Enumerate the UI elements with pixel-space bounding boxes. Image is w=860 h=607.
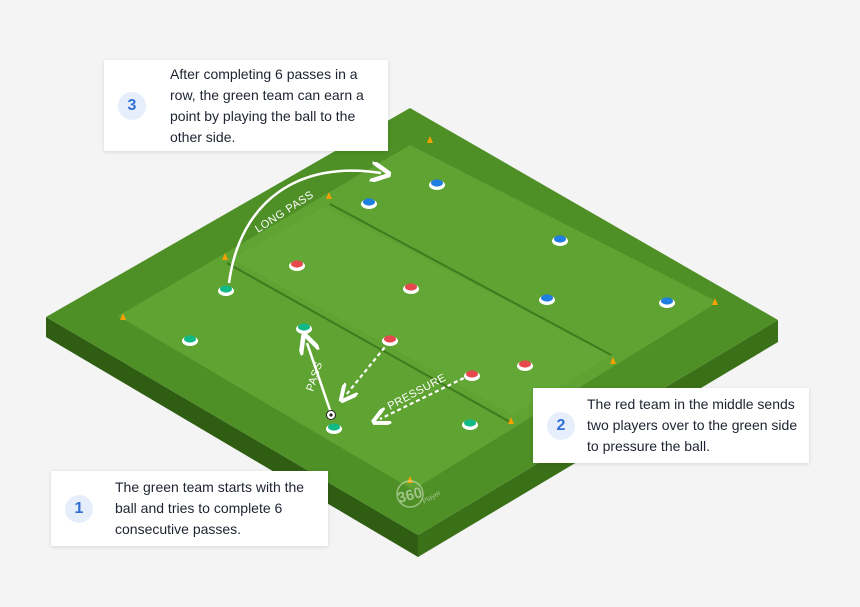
- cone: [712, 298, 718, 305]
- blue-team: [361, 179, 675, 308]
- cone: [120, 313, 126, 320]
- step-number: 1: [65, 494, 93, 523]
- cones: [120, 136, 718, 483]
- ball-icon: [326, 410, 336, 420]
- callout-step-2: 2 The red team in the middle sends two p…: [533, 388, 809, 463]
- red-team: [289, 260, 533, 381]
- player-green: [182, 335, 198, 346]
- player-red: [517, 360, 533, 371]
- pressure-arrow-1: [346, 341, 390, 395]
- cone: [427, 136, 433, 143]
- cone: [610, 357, 616, 364]
- cone: [222, 253, 228, 260]
- step-text: After completing 6 passes in a row, the …: [170, 65, 364, 145]
- zone-line-right: [329, 203, 612, 356]
- cone: [326, 192, 332, 199]
- player-green: [218, 285, 234, 296]
- green-team: [182, 285, 478, 434]
- pass-arrow: [307, 343, 333, 414]
- player-blue: [659, 297, 675, 308]
- player-red: [403, 283, 419, 294]
- cone: [508, 417, 514, 424]
- player-green: [296, 323, 312, 334]
- long-pass-arrow: [227, 171, 381, 284]
- playing-area: [118, 145, 718, 490]
- callout-step-1: 1 The green team starts with the ball an…: [51, 471, 328, 546]
- callout-step-3: 3 After completing 6 passes in a row, th…: [104, 60, 388, 151]
- player-red: [382, 335, 398, 346]
- pressure-arrow-2: [380, 374, 471, 419]
- step-text: The green team starts with the ball and …: [115, 479, 305, 537]
- step-text: The red team in the middle sends two pla…: [587, 396, 798, 454]
- step-number: 3: [118, 91, 146, 120]
- player-blue: [361, 198, 377, 209]
- player-red: [464, 370, 480, 381]
- logo-number: 360: [396, 484, 425, 507]
- step-number: 2: [547, 411, 575, 440]
- player-green: [462, 419, 478, 430]
- zone-line-left: [226, 262, 511, 423]
- player-blue: [539, 294, 555, 305]
- player-red: [289, 260, 305, 271]
- player-blue: [552, 235, 568, 246]
- player-blue: [429, 179, 445, 190]
- player-green: [326, 423, 342, 434]
